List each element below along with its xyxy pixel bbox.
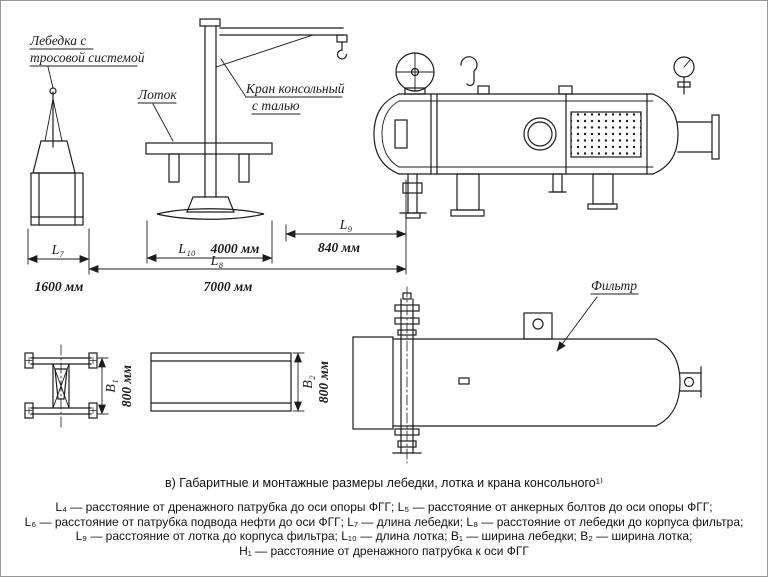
tray-label: Лоток xyxy=(137,87,177,102)
label-leaders xyxy=(29,48,639,352)
dim-l10-symbol: L₁₀ xyxy=(177,242,196,257)
dim-l9-value: 840 мм xyxy=(318,240,360,255)
drawing-canvas: Лебедка с тросовой системой Лоток Кран к… xyxy=(24,18,720,464)
vessel-front-view xyxy=(373,52,720,219)
dim-b2-symbol: B₂ xyxy=(301,375,316,389)
winch-label-line2: тросовой системой xyxy=(30,50,145,65)
dim-l8-value: 7000 мм xyxy=(204,279,253,294)
tray-front-view xyxy=(145,142,273,220)
winch-front-view xyxy=(30,87,84,226)
hook-symbol xyxy=(460,56,478,86)
dim-b1-value: 800 мм xyxy=(119,365,134,407)
perforated-plate xyxy=(570,111,642,158)
figure-caption: в) Габаритные и монтажные размеры лебедк… xyxy=(165,476,603,490)
crane-label-line2: с талью xyxy=(252,98,300,113)
dim-l8-symbol: L₈ xyxy=(210,254,224,269)
dimension-lines xyxy=(27,179,407,275)
legend-line-3: L₉ — расстояние от лотка до корпуса филь… xyxy=(75,529,693,544)
tray-top-view xyxy=(150,352,305,412)
dim-l7-value: 1600 мм xyxy=(35,279,84,294)
filter-label: Фильтр xyxy=(591,278,637,293)
legend-line-1: L₄ — расстояние от дренажного патрубка д… xyxy=(55,500,713,514)
crane-label-line1: Кран консольный xyxy=(245,81,345,96)
anchor-bolt-marks xyxy=(25,357,97,414)
dim-b1-symbol: B₁ xyxy=(104,379,119,392)
legend-line-2: L₆ — расстояние от патрубка подвода нефт… xyxy=(24,514,744,529)
pressure-gauge xyxy=(673,56,695,95)
filter-drawing xyxy=(352,286,702,464)
dim-l9-symbol: L₉ xyxy=(339,218,353,233)
dimension-legend: L₄ — расстояние от дренажного патрубка д… xyxy=(1,500,767,558)
winch-top-view xyxy=(24,344,109,428)
dim-l7-symbol: L₇ xyxy=(51,243,65,258)
cantilever-crane-drawing xyxy=(199,18,348,198)
dim-b2-value: 800 мм xyxy=(316,361,331,403)
winch-label-line1: Лебедка с xyxy=(29,33,86,48)
legend-line-4: H₁ — расстояние от дренажного патрубка к… xyxy=(239,543,529,558)
handwheel-valve xyxy=(395,52,435,95)
dim-l10-value: 4000 мм xyxy=(210,241,260,256)
